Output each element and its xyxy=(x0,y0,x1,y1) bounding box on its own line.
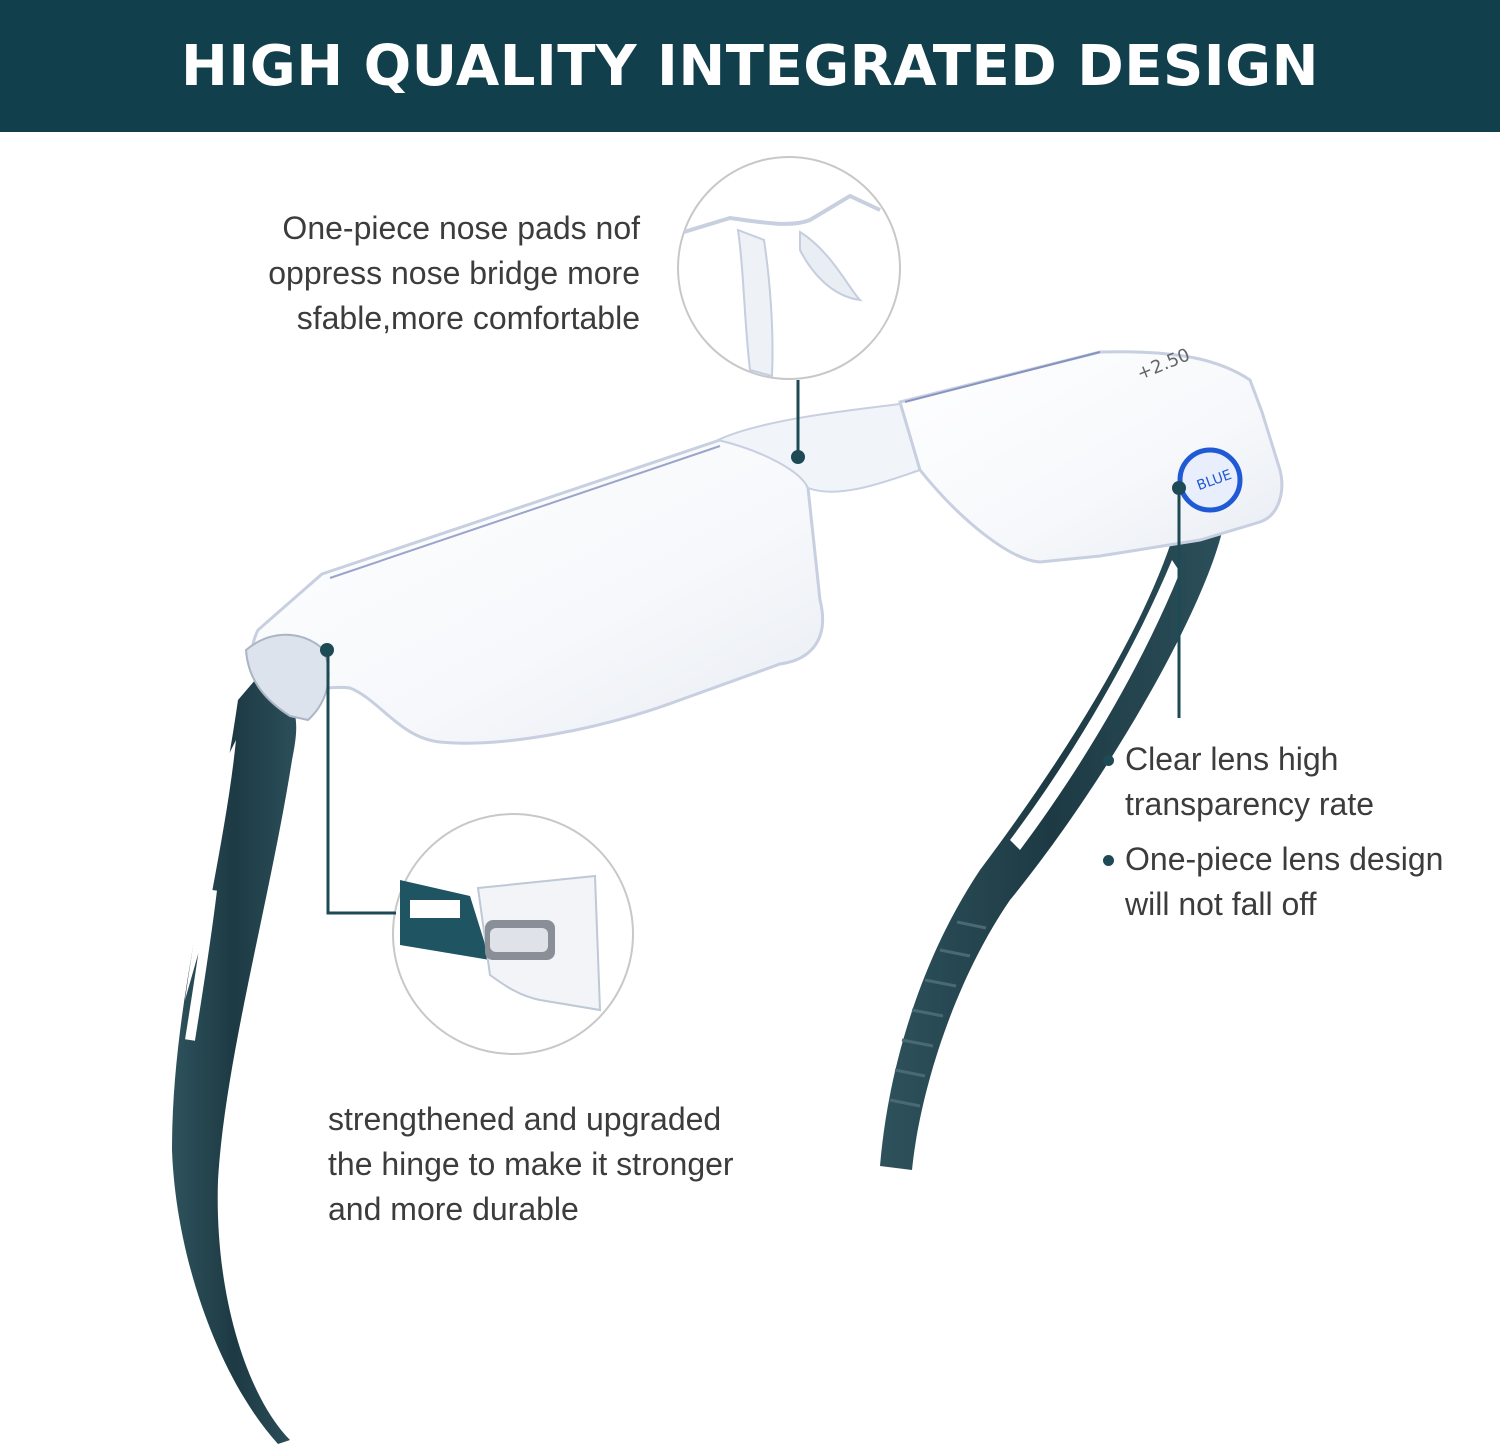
bullet-icon xyxy=(1103,755,1114,766)
blue-light-badge xyxy=(1177,447,1243,513)
right-temple xyxy=(880,520,1222,1170)
page-title: HIGH QUALITY INTEGRATED DESIGN xyxy=(181,33,1319,99)
hinge-dot xyxy=(320,643,334,657)
callout-line: oppress nose bridge more xyxy=(268,255,640,291)
bullet-line: will not fall off xyxy=(1125,886,1317,922)
left-temple xyxy=(172,672,297,1444)
hinge-callout: strengthened and upgraded the hinge to m… xyxy=(328,1097,848,1232)
bullet-line: Clear lens high xyxy=(1125,741,1339,777)
glasses-frame: +2.50 BLUE xyxy=(244,344,1284,745)
lens-bullet-clear: Clear lens high transparency rate xyxy=(1103,737,1493,827)
bullet-icon xyxy=(1103,855,1114,866)
callout-line: sfable,more comfortable xyxy=(296,300,640,336)
nose-pad-detail xyxy=(677,156,901,380)
callout-line: strengthened and upgraded xyxy=(328,1101,722,1137)
nose-pad-dot xyxy=(791,450,805,464)
nose-pad-callout: One-piece nose pads nof oppress nose bri… xyxy=(150,206,640,341)
lens-dot xyxy=(1172,481,1186,495)
callout-line: One-piece nose pads nof xyxy=(282,210,640,246)
header-banner: HIGH QUALITY INTEGRATED DESIGN xyxy=(0,0,1500,132)
hinge-detail xyxy=(392,813,634,1055)
callout-line: the hinge to make it stronger xyxy=(328,1146,734,1182)
bullet-line: transparency rate xyxy=(1125,786,1375,822)
callout-line: and more durable xyxy=(328,1191,579,1227)
bullet-line: One-piece lens design xyxy=(1125,841,1444,877)
lens-bullet-one-piece: One-piece lens design will not fall off xyxy=(1103,837,1493,927)
callout-lines xyxy=(326,380,1181,915)
